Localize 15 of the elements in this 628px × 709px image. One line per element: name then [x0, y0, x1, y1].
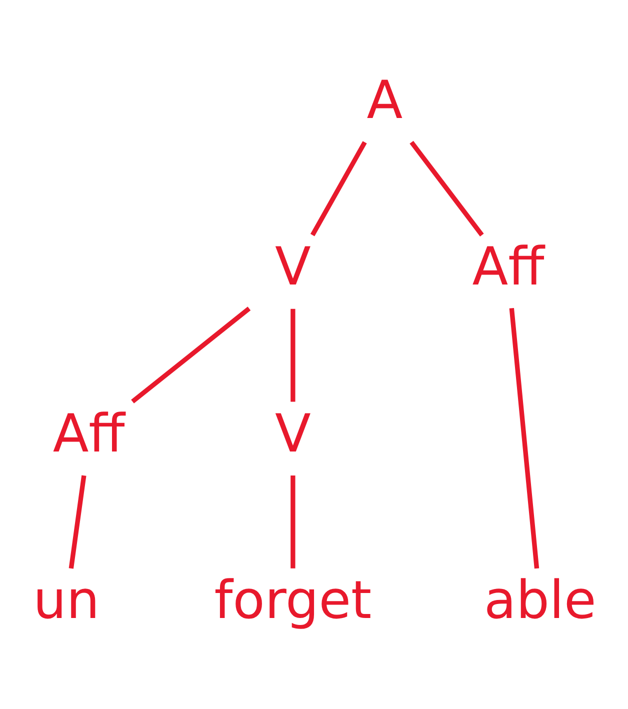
node-text: Aff: [52, 402, 125, 464]
connector: [290, 308, 296, 402]
node-text: A: [366, 69, 403, 130]
node-text: able: [484, 569, 596, 630]
connector: [68, 474, 86, 568]
node-text: forget: [214, 569, 372, 630]
connector: [290, 475, 296, 568]
connector: [131, 306, 251, 403]
connector: [310, 140, 367, 236]
connector: [410, 140, 484, 236]
node-text: Aff: [472, 236, 544, 298]
node-text: un: [33, 569, 100, 630]
node-text: V: [274, 236, 311, 298]
node-text: V: [274, 402, 311, 464]
connector: [509, 307, 540, 568]
